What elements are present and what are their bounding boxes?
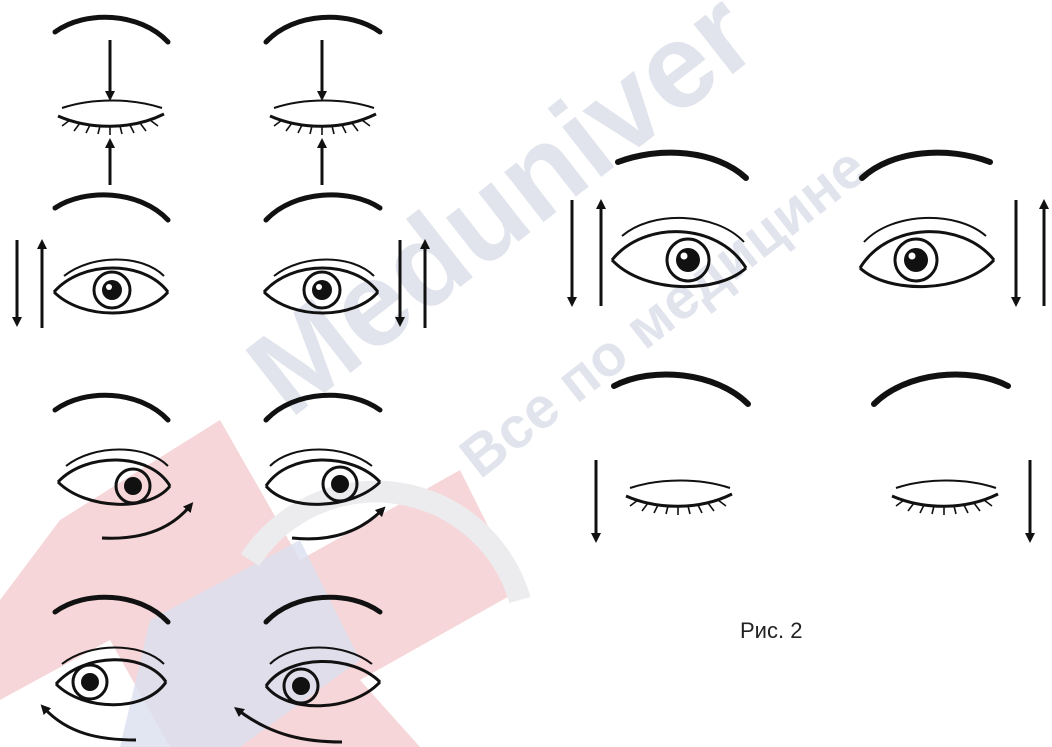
closed-eye-icon [892,481,998,516]
figure-caption: Рис. 2 [740,618,802,644]
open-eye-icon [54,260,168,314]
fig2-left-eye-closed [596,374,748,538]
exercise-1-right-eye [266,17,380,185]
arc-arrow-icon [44,708,136,740]
closed-eye-icon [58,101,164,136]
closed-eye-icon [626,481,732,516]
exercise-2-left-eye [17,195,168,328]
watermark-brand-text: Meduniver [224,0,779,440]
fig2-right-eye-open [860,153,1044,306]
fig2-right-eye-closed [874,374,1030,538]
exercise-1-left-eye [55,17,168,185]
closed-eye-icon [270,101,376,136]
